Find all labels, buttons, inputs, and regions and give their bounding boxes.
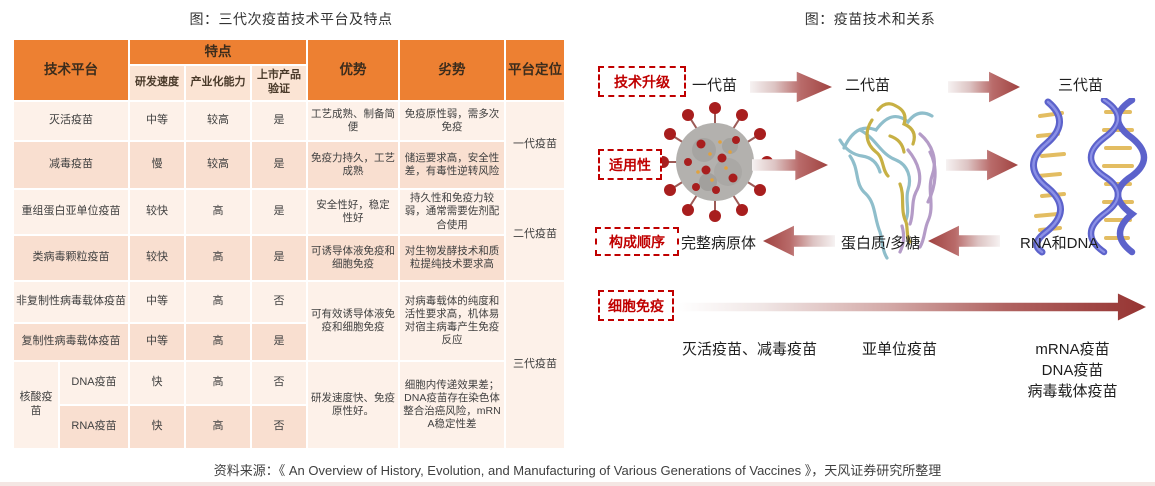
coronavirus-image	[638, 102, 788, 224]
table-cell: 中等	[130, 282, 184, 322]
table-cell: 否	[252, 282, 306, 322]
table-cell: 高	[186, 406, 250, 448]
col-header-advantages: 优势	[308, 40, 398, 100]
table-cell: 对病毒载体的纯度和活性要求高，机体易对宿主病毒产生免疫反应	[400, 282, 504, 360]
col-header-rd-speed: 研发速度	[130, 66, 184, 100]
gradient-arrow-icon	[678, 293, 1146, 321]
table-cell: 否	[252, 362, 306, 404]
vaccine-platform-table: 技术平台 特点 优势 劣势 平台定位 研发速度 产业化能力 上市产品验证 灭活疫…	[12, 38, 566, 450]
rna-dna-helix-image	[1018, 96, 1148, 256]
table-cell: 细胞内传递效果差；DNA疫苗存在染色体整合治癌风险，mRNA稳定性差	[400, 362, 504, 448]
dna-vaccine-label: DNA疫苗	[1041, 362, 1104, 379]
table-cell: 是	[252, 236, 306, 280]
table-cell: 否	[252, 406, 306, 448]
col-header-positioning: 平台定位	[506, 40, 564, 100]
left-arrow-icon	[763, 225, 835, 257]
table-cell: 可诱导体液免疫和细胞免疫	[308, 236, 398, 280]
table-cell: 较高	[186, 142, 250, 188]
table-header-row-2: 研发速度 产业化能力 上市产品验证	[14, 66, 564, 100]
protein-structure-image	[832, 96, 950, 266]
gen2-label: 二代苗	[845, 77, 891, 94]
generation-cell: 三代疫苗	[506, 282, 564, 448]
viral-vector-vaccine-label: 病毒载体疫苗	[1027, 383, 1118, 400]
table-cell: 是	[252, 142, 306, 188]
table-cell: 较快	[130, 190, 184, 234]
left-figure-title: 图：三代次疫苗技术平台及特点	[189, 11, 393, 27]
table-cell: 快	[130, 406, 184, 448]
gen1-label: 一代苗	[692, 77, 738, 94]
table-cell: 免疫力持久，工艺成熟	[308, 142, 398, 188]
tech-upgrade-tag: 技术升级	[598, 66, 686, 97]
table-row: 非复制性病毒载体疫苗 中等 高 否 可有效诱导体液免疫和细胞免疫 对病毒载体的纯…	[14, 282, 564, 448]
right-arrow-icon	[750, 71, 832, 103]
table-row: 复制性病毒载体疫苗 中等 高 是	[14, 324, 564, 360]
table-header-row-1: 技术平台 特点 优势 劣势 平台定位	[14, 40, 564, 100]
table-cell: 储运要求高，安全性差，有毒性逆转风险	[400, 142, 504, 188]
table-cell: 减毒疫苗	[14, 142, 128, 188]
generation-cell: 二代疫苗	[506, 190, 564, 280]
table-cell: 高	[186, 362, 250, 404]
table-cell: 工艺成熟、制备简便	[308, 102, 398, 140]
right-figure-title: 图：疫苗技术和关系	[804, 11, 936, 27]
table-row: 重组蛋白亚单位疫苗 较快 高 是 安全性好，稳定 性好 持久性和免疫力较弱，通常…	[14, 190, 564, 280]
table-cell: DNA疫苗	[60, 362, 128, 404]
table-row: 类病毒颗粒疫苗 较快 高 是 可诱导体液免疫和细胞免疫 对生物发酵技术和质粒提纯…	[14, 236, 564, 280]
gen3-label: 三代苗	[1058, 77, 1104, 94]
table-cell: RNA疫苗	[60, 406, 128, 448]
generation-cell: 一代疫苗	[506, 102, 564, 188]
composition-order-tag: 构成顺序	[595, 227, 679, 256]
right-arrow-icon	[948, 71, 1020, 103]
whole-pathogen-label: 完整病原体	[681, 235, 757, 252]
table-cell: 复制性病毒载体疫苗	[14, 324, 128, 360]
subunit-label: 亚单位疫苗	[862, 341, 938, 358]
table-cell: 快	[130, 362, 184, 404]
col-header-platform: 技术平台	[14, 40, 128, 100]
rna-dna-label: RNA和DNA	[1020, 235, 1099, 252]
table-cell: 灭活疫苗	[14, 102, 128, 140]
col-header-listed-product: 上市产品验证	[252, 66, 306, 100]
nucleic-vector-label-group: mRNA疫苗 DNA疫苗 病毒载体疫苗	[1000, 338, 1145, 401]
table-row: 灭活疫苗 中等 较高 是 工艺成熟、制备简便 免疫原性弱，需多次免疫 一代疫苗	[14, 102, 564, 188]
table-cell: 重组蛋白亚单位疫苗	[14, 190, 128, 234]
table-row: 减毒疫苗 慢 较高 是 免疫力持久，工艺成熟 储运要求高，安全性差，有毒性逆转风…	[14, 142, 564, 188]
table-cell: 是	[252, 324, 306, 360]
table-cell: 是	[252, 190, 306, 234]
right-arrow-icon	[946, 149, 1018, 181]
cell-immunity-tag: 细胞免疫	[598, 290, 674, 321]
table-cell: 是	[252, 102, 306, 140]
table-cell: 高	[186, 324, 250, 360]
bottom-edge-strip	[0, 482, 1155, 486]
table-row: 核酸疫苗 DNA疫苗 快 高 否 研发速度快、免疫原性好。 细胞内传递效果差；D…	[14, 362, 564, 448]
inactivated-attenuated-label: 灭活疫苗、减毒疫苗	[682, 341, 818, 358]
table-cell: 高	[186, 282, 250, 322]
mrna-vaccine-label: mRNA疫苗	[1035, 341, 1110, 358]
group-cell: 核酸疫苗	[14, 362, 58, 448]
table-cell: 安全性好，稳定 性好	[308, 190, 398, 234]
table-cell: 免疫原性弱，需多次免疫	[400, 102, 504, 140]
table-cell: 研发速度快、免疫原性好。	[308, 362, 398, 448]
applicability-tag: 适用性	[598, 149, 662, 180]
table-cell: 可有效诱导体液免疫和细胞免疫	[308, 282, 398, 360]
col-header-disadvantages: 劣势	[400, 40, 504, 100]
table-cell: 对生物发酵技术和质粒提纯技术要求高	[400, 236, 504, 280]
protein-polysaccharide-label: 蛋白质/多糖	[841, 235, 921, 252]
table-cell: 类病毒颗粒疫苗	[14, 236, 128, 280]
table-cell: 持久性和免疫力较弱，通常需要佐剂配合使用	[400, 190, 504, 234]
table-row: RNA疫苗 快 高 否	[14, 406, 564, 448]
table-cell: 中等	[130, 324, 184, 360]
table-cell: 非复制性病毒载体疫苗	[14, 282, 128, 322]
source-line: 资料来源：《 An Overview of History, Evolution…	[213, 463, 942, 478]
table-cell: 高	[186, 236, 250, 280]
table-cell: 中等	[130, 102, 184, 140]
col-header-industrialization: 产业化能力	[186, 66, 250, 100]
table-cell: 慢	[130, 142, 184, 188]
table-cell: 较高	[186, 102, 250, 140]
table-cell: 较快	[130, 236, 184, 280]
table-cell: 高	[186, 190, 250, 234]
col-header-features: 特点	[130, 40, 306, 64]
